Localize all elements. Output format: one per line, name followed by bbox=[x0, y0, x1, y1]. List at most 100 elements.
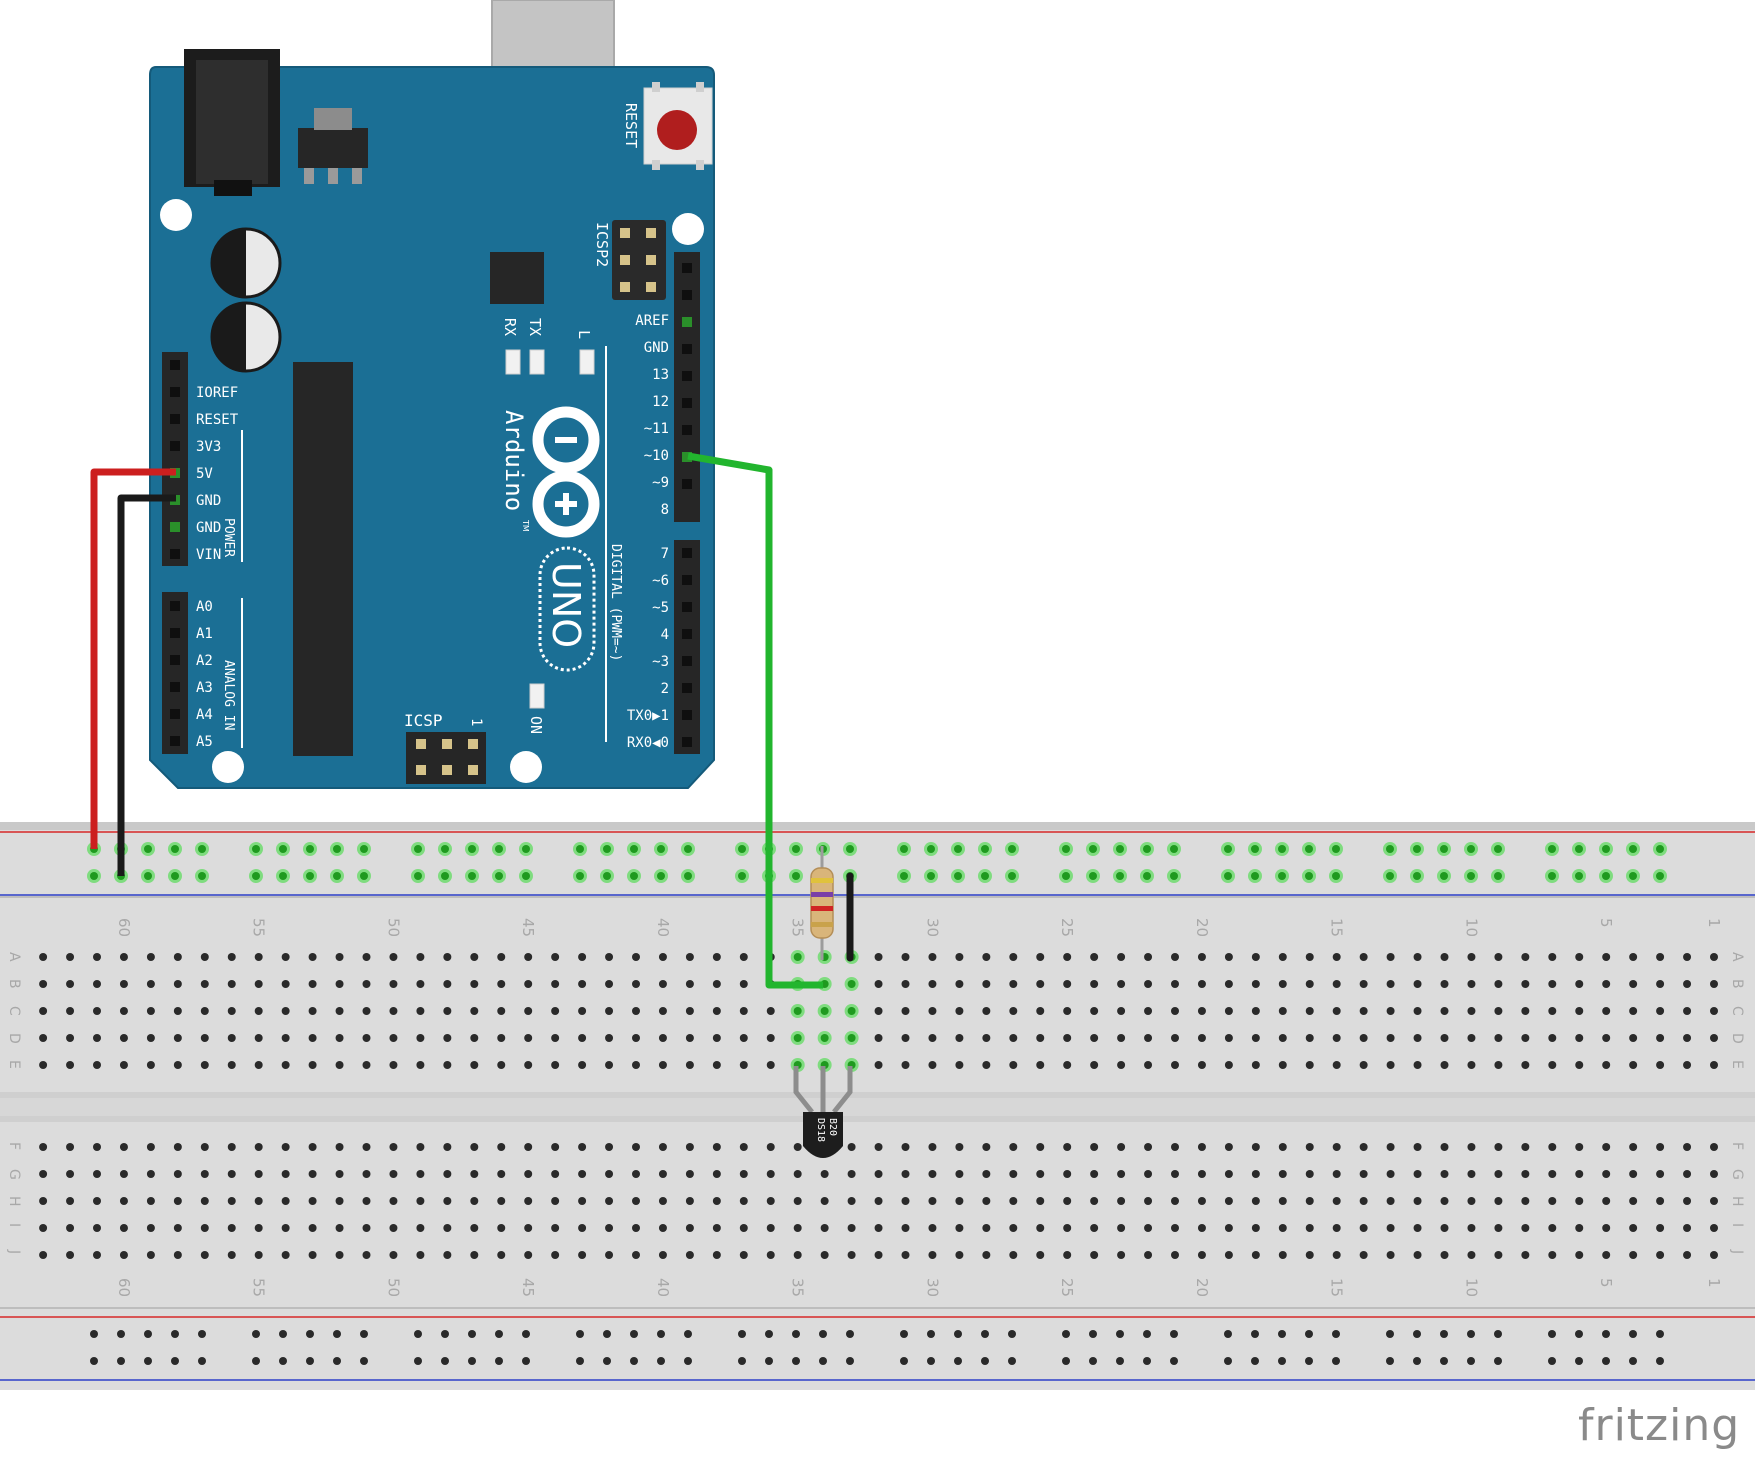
breadboard-hole[interactable] bbox=[1036, 1197, 1045, 1205]
rail-hole[interactable] bbox=[1575, 1330, 1583, 1338]
breadboard-hole[interactable] bbox=[1197, 1170, 1206, 1178]
breadboard-hole[interactable] bbox=[982, 980, 991, 988]
breadboard-hole[interactable] bbox=[1224, 1251, 1233, 1259]
breadboard-hole[interactable] bbox=[362, 1251, 371, 1259]
rail-hole[interactable] bbox=[1170, 1330, 1178, 1338]
breadboard-hole[interactable] bbox=[1386, 1034, 1395, 1042]
rail-hole[interactable] bbox=[954, 845, 962, 853]
header-pin[interactable] bbox=[170, 387, 180, 397]
breadboard-hole[interactable] bbox=[1440, 980, 1449, 988]
rail-hole[interactable] bbox=[765, 1357, 773, 1365]
breadboard-hole[interactable] bbox=[93, 1034, 101, 1042]
breadboard-hole[interactable] bbox=[146, 1007, 155, 1015]
breadboard-hole[interactable] bbox=[119, 1007, 128, 1015]
breadboard-hole[interactable] bbox=[93, 1170, 101, 1178]
header-pin[interactable] bbox=[682, 629, 692, 639]
breadboard-hole[interactable] bbox=[632, 953, 640, 961]
breadboard-hole[interactable] bbox=[1278, 953, 1287, 961]
breadboard-hole[interactable] bbox=[1575, 1224, 1584, 1232]
breadboard-hole[interactable] bbox=[1521, 1143, 1530, 1151]
breadboard-hole[interactable] bbox=[362, 1007, 371, 1015]
rail-hole[interactable] bbox=[1629, 872, 1637, 880]
breadboard-hole[interactable] bbox=[1683, 1007, 1692, 1015]
breadboard-hole[interactable] bbox=[146, 1170, 155, 1178]
breadboard-hole[interactable] bbox=[1602, 1143, 1611, 1151]
breadboard-hole[interactable] bbox=[524, 1034, 533, 1042]
icsp-pin[interactable] bbox=[416, 739, 426, 749]
rail-hole[interactable] bbox=[279, 872, 287, 880]
breadboard-hole[interactable] bbox=[1683, 1224, 1692, 1232]
breadboard-hole[interactable] bbox=[1521, 1007, 1530, 1015]
breadboard-hole[interactable] bbox=[1386, 1170, 1395, 1178]
breadboard-hole[interactable] bbox=[793, 1197, 802, 1205]
breadboard-hole[interactable] bbox=[766, 1224, 775, 1232]
breadboard-hole[interactable] bbox=[1575, 1007, 1584, 1015]
breadboard-hole[interactable] bbox=[1278, 1034, 1287, 1042]
breadboard-hole[interactable] bbox=[632, 980, 640, 988]
rail-hole[interactable] bbox=[927, 1357, 935, 1365]
breadboard-hole[interactable] bbox=[1251, 1061, 1260, 1069]
breadboard-hole[interactable] bbox=[1467, 1197, 1476, 1205]
breadboard-hole[interactable] bbox=[470, 953, 479, 961]
breadboard-hole[interactable] bbox=[1413, 1007, 1422, 1015]
breadboard-hole[interactable] bbox=[1090, 1197, 1099, 1205]
breadboard-hole[interactable] bbox=[443, 1007, 452, 1015]
breadboard-hole[interactable] bbox=[443, 1143, 452, 1151]
breadboard-hole[interactable] bbox=[1575, 1251, 1584, 1259]
breadboard-hole[interactable] bbox=[685, 980, 694, 988]
breadboard-hole[interactable] bbox=[308, 1007, 317, 1015]
rail-hole[interactable] bbox=[441, 845, 449, 853]
breadboard-hole[interactable] bbox=[281, 1224, 290, 1232]
breadboard-hole[interactable] bbox=[119, 1251, 128, 1259]
rail-hole[interactable] bbox=[738, 1357, 746, 1365]
breadboard-hole[interactable] bbox=[200, 1034, 209, 1042]
breadboard-hole[interactable] bbox=[1413, 1224, 1422, 1232]
breadboard-hole[interactable] bbox=[1144, 1197, 1153, 1205]
breadboard-hole[interactable] bbox=[1683, 953, 1692, 961]
breadboard-hole[interactable] bbox=[739, 1197, 748, 1205]
breadboard-hole[interactable] bbox=[1332, 1197, 1341, 1205]
rail-hole[interactable] bbox=[333, 845, 341, 853]
rail-hole[interactable] bbox=[414, 1357, 422, 1365]
breadboard-hole[interactable] bbox=[1575, 953, 1584, 961]
breadboard-hole[interactable] bbox=[200, 1251, 209, 1259]
breadboard-hole[interactable] bbox=[39, 1034, 48, 1042]
breadboard-hole[interactable] bbox=[119, 1197, 128, 1205]
breadboard-hole[interactable] bbox=[173, 1197, 182, 1205]
breadboard-hole[interactable] bbox=[1009, 1224, 1018, 1232]
breadboard-hole[interactable] bbox=[335, 1197, 344, 1205]
header-pin[interactable] bbox=[170, 628, 180, 638]
breadboard-hole[interactable] bbox=[335, 1007, 344, 1015]
breadboard-hole[interactable] bbox=[982, 1143, 991, 1151]
breadboard-hole[interactable] bbox=[1090, 1143, 1099, 1151]
breadboard-hole[interactable] bbox=[982, 1251, 991, 1259]
breadboard-hole[interactable] bbox=[1063, 980, 1072, 988]
breadboard-hole[interactable] bbox=[1494, 1197, 1503, 1205]
breadboard-hole[interactable] bbox=[470, 1224, 479, 1232]
breadboard-hole[interactable] bbox=[658, 1224, 667, 1232]
breadboard-hole[interactable] bbox=[254, 1007, 263, 1015]
breadboard-hole[interactable] bbox=[443, 953, 452, 961]
breadboard-hole[interactable] bbox=[1494, 1007, 1503, 1015]
breadboard-hole[interactable] bbox=[389, 1061, 398, 1069]
breadboard-hole[interactable] bbox=[362, 980, 371, 988]
breadboard-hole[interactable] bbox=[1440, 1251, 1449, 1259]
breadboard-hole[interactable] bbox=[632, 1007, 640, 1015]
rail-hole[interactable] bbox=[603, 1357, 611, 1365]
breadboard-hole[interactable] bbox=[928, 1170, 937, 1178]
breadboard-hole[interactable] bbox=[1710, 1034, 1718, 1042]
rail-hole[interactable] bbox=[1089, 1330, 1097, 1338]
rail-hole[interactable] bbox=[1143, 1330, 1151, 1338]
breadboard-hole[interactable] bbox=[739, 1007, 748, 1015]
breadboard-hole[interactable] bbox=[39, 1197, 48, 1205]
breadboard-hole[interactable] bbox=[1278, 1143, 1287, 1151]
breadboard-hole[interactable] bbox=[605, 1143, 614, 1151]
rail-hole[interactable] bbox=[279, 1357, 287, 1365]
rail-hole[interactable] bbox=[171, 872, 179, 880]
breadboard-hole[interactable] bbox=[847, 1197, 856, 1205]
breadboard-hole[interactable] bbox=[281, 1170, 290, 1178]
breadboard-hole[interactable] bbox=[1413, 1034, 1422, 1042]
breadboard-hole[interactable] bbox=[1171, 953, 1179, 961]
rail-hole[interactable] bbox=[927, 1330, 935, 1338]
breadboard-hole[interactable] bbox=[1036, 1061, 1045, 1069]
